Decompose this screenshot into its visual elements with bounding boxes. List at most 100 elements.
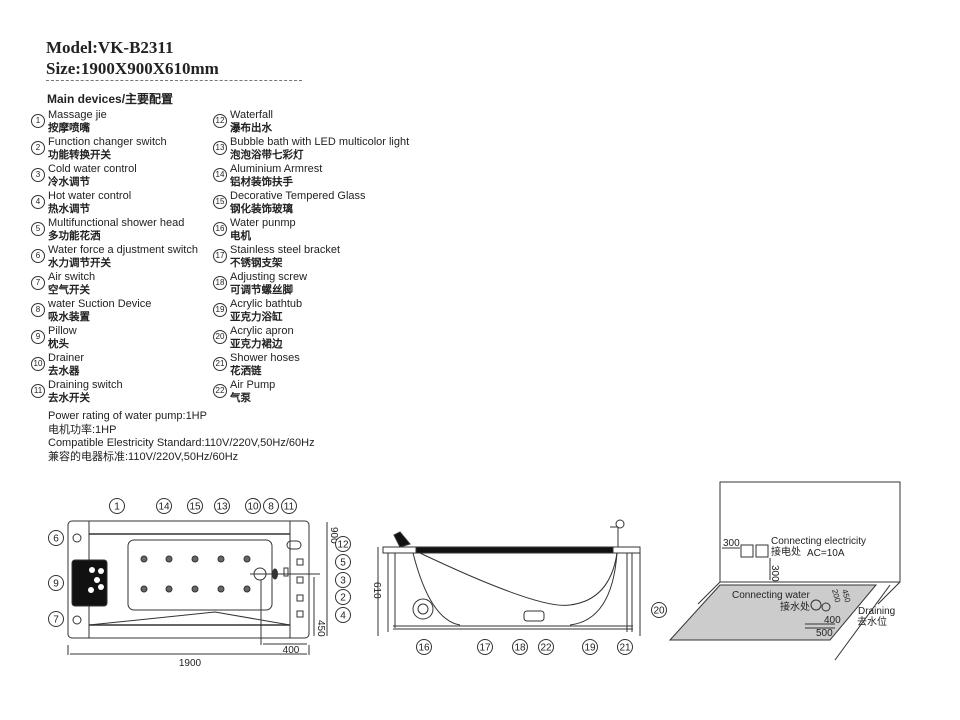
item-label-en: Drainer [48, 352, 85, 364]
item-label-zh: 亚克力裙边 [230, 338, 283, 350]
pillow [71, 559, 108, 607]
item-label-en: Acrylic apron [230, 325, 294, 337]
device-item: 2 Function changer switch 功能转换开关 [31, 136, 167, 162]
device-item: 9 Pillow 枕头 [31, 325, 77, 351]
drain-label-zh: 去水位 [857, 615, 887, 628]
item-label-zh: 去水器 [48, 365, 80, 377]
spec-line: 电机功率:1HP [48, 423, 117, 436]
item-label-en: Stainless steel bracket [230, 244, 341, 256]
item-label-zh: 热水调节 [48, 203, 90, 215]
callout: 18 [512, 639, 528, 655]
item-number: 5 [31, 222, 45, 236]
install-view: Connecting electricity 接电处 AC=10A 300 30… [668, 481, 901, 661]
item-label-en: Decorative Tempered Glass [230, 190, 366, 202]
callout-number: 4 [340, 611, 346, 622]
item-label-en: Function changer switch [48, 136, 167, 148]
item-label-zh: 按摩喷嘴 [48, 122, 90, 134]
ac-label: AC=10A [807, 548, 845, 559]
item-number: 15 [213, 195, 227, 209]
item-label-zh: 钢化装饰玻璃 [230, 203, 293, 215]
device-item: 12 Waterfall 瀑布出水 [213, 109, 273, 135]
item-label-zh: 枕头 [48, 338, 69, 350]
item-label-en: Air switch [48, 271, 96, 283]
callout-number: 1 [114, 502, 120, 513]
item-label-zh: 泡泡浴带七彩灯 [230, 149, 304, 161]
item-label-zh: 气泵 [230, 392, 251, 404]
item-number: 6 [31, 249, 45, 263]
device-item: 21 Shower hoses 花洒链 [213, 352, 300, 378]
dim-200: 200 [830, 588, 842, 604]
spec-line: Power rating of water pump:1HP [48, 410, 207, 422]
item-label-zh: 电机 [230, 230, 251, 242]
item-number: 12 [213, 114, 227, 128]
callout: 12 [335, 536, 351, 552]
item-label-zh: 不锈钢支架 [230, 257, 283, 269]
callout: 16 [416, 639, 432, 655]
spec-line: Compatible Elestricity Standard:110V/220… [48, 437, 315, 449]
massage-jet [243, 585, 251, 593]
device-item: 7 Air switch 空气开关 [31, 271, 96, 297]
dim-300-v: 300 [769, 565, 780, 582]
item-label-zh: 去水开关 [48, 392, 90, 404]
callout-number: 6 [53, 534, 59, 545]
item-number: 18 [213, 276, 227, 290]
section-heading: Main devices/主要配置 [47, 92, 174, 106]
item-number: 10 [31, 357, 45, 371]
callout-number: 10 [247, 502, 259, 513]
item-number: 19 [213, 303, 227, 317]
dim-length: 1900 [179, 658, 202, 669]
item-label-en: Water punmp [230, 217, 296, 229]
item-label-zh: 冷水调节 [48, 176, 90, 188]
dim-height: 610 [371, 582, 382, 599]
item-number: 13 [213, 141, 227, 155]
water-label-zh: 接水处 [780, 600, 810, 613]
callout: 7 [48, 611, 64, 627]
callout: 2 [335, 589, 351, 605]
callout-number: 19 [584, 643, 596, 654]
item-number: 20 [213, 330, 227, 344]
item-number: 16 [213, 222, 227, 236]
divider [46, 80, 302, 81]
item-number: 21 [213, 357, 227, 371]
callout: 13 [214, 498, 230, 514]
item-label-zh: 亚克力浴缸 [230, 311, 283, 323]
device-item: 11 Draining switch 去水开关 [31, 379, 123, 405]
callout: 19 [582, 639, 598, 655]
device-item: 18 Adjusting screw 可调节螺丝脚 [213, 271, 307, 297]
elec-label: Connecting electricity [771, 536, 866, 547]
dim-900: 900 [328, 527, 339, 544]
device-item: 5 Multifunctional shower head 多功能花洒 [31, 217, 184, 243]
item-label-en: Acrylic bathtub [230, 298, 303, 310]
device-item: 14 Aluminium Armrest 铝材装饰扶手 [213, 163, 322, 189]
item-label-en: Cold water control [48, 163, 137, 175]
device-item: 22 Air Pump 气泵 [213, 379, 275, 405]
item-label-zh: 花洒链 [230, 365, 262, 377]
drain-label: Draining [858, 606, 895, 617]
item-label-en: Pillow [48, 325, 77, 337]
item-number: 2 [31, 141, 45, 155]
item-label-zh: 空气开关 [48, 284, 90, 296]
model-title: Model:VK-B2311 [46, 38, 174, 57]
item-number: 11 [31, 384, 45, 398]
plan-view: 1900 400 450 900 [67, 520, 339, 669]
item-number: 9 [31, 330, 45, 344]
callout-number: 3 [340, 576, 346, 587]
item-label-zh: 可调节螺丝脚 [230, 284, 293, 296]
callout: 1 [109, 498, 125, 514]
massage-jet [165, 585, 173, 593]
item-label-en: Draining switch [48, 379, 123, 391]
callout-number: 20 [653, 606, 665, 617]
item-number: 17 [213, 249, 227, 263]
callout-number: 16 [418, 643, 430, 654]
device-item: 4 Hot water control 热水调节 [31, 190, 131, 216]
spec-line: 兼容的电器标准:110V/220V,50Hz/60Hz [48, 450, 239, 463]
item-number: 3 [31, 168, 45, 182]
callout-number: 15 [189, 502, 201, 513]
dim-300-h: 300 [723, 538, 740, 549]
callout-number: 17 [479, 643, 491, 654]
callout-number: 7 [53, 615, 59, 626]
item-label-zh: 瀑布出水 [230, 122, 272, 134]
callout-number: 12 [337, 540, 349, 551]
callout: 4 [335, 607, 351, 623]
dim-450: 450 [315, 620, 326, 637]
